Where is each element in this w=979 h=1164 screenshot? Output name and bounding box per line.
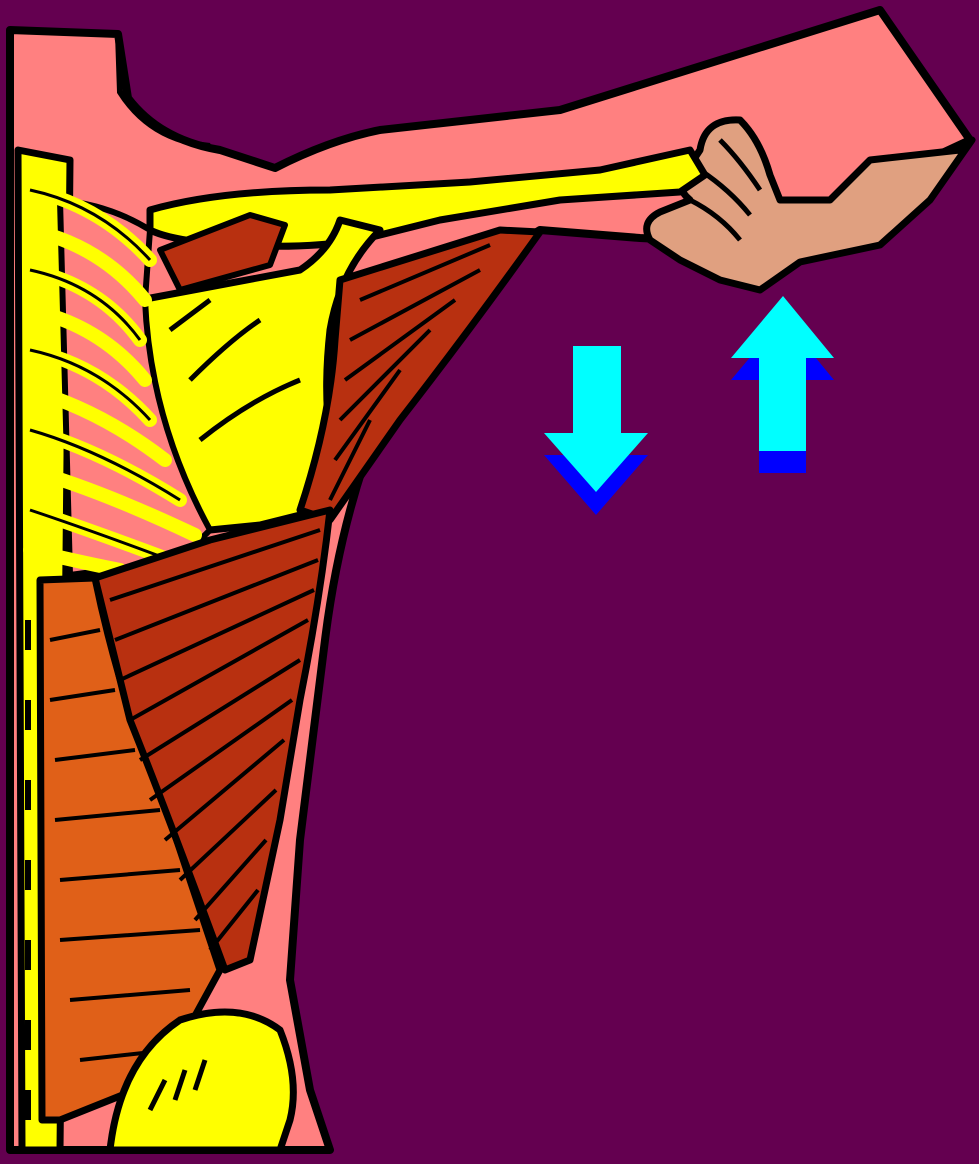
anatomy-slide <box>0 0 979 1164</box>
shoulder-anatomy-illustration <box>0 0 979 1164</box>
